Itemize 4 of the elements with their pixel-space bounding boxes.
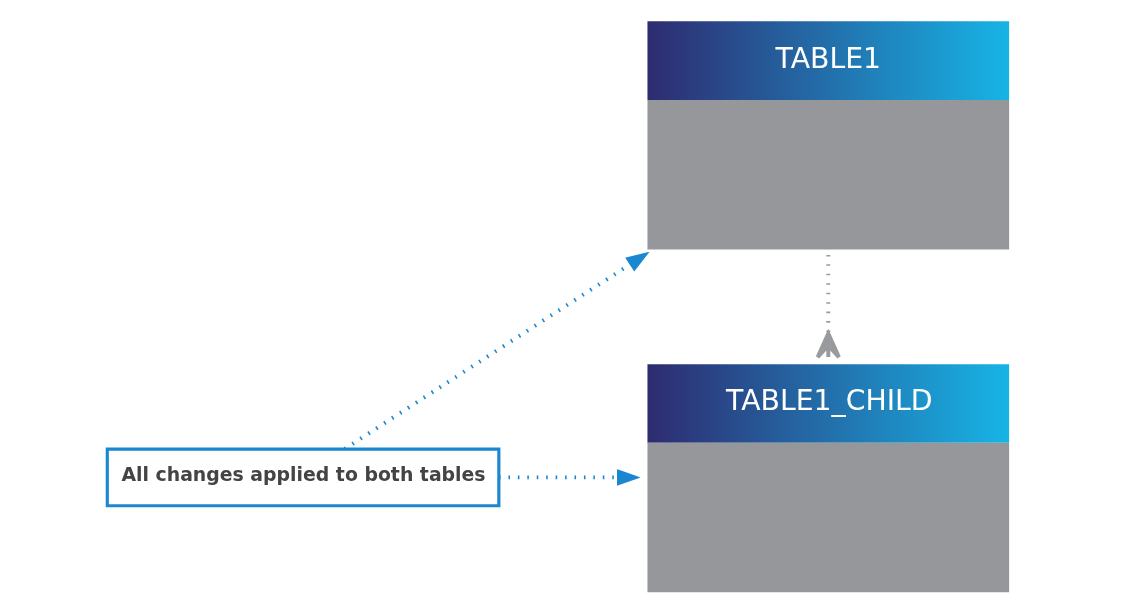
arrow [343,251,650,451]
connector [815,254,841,360]
arrow [499,469,641,486]
node-box: All changes applied to both tables [105,447,501,508]
